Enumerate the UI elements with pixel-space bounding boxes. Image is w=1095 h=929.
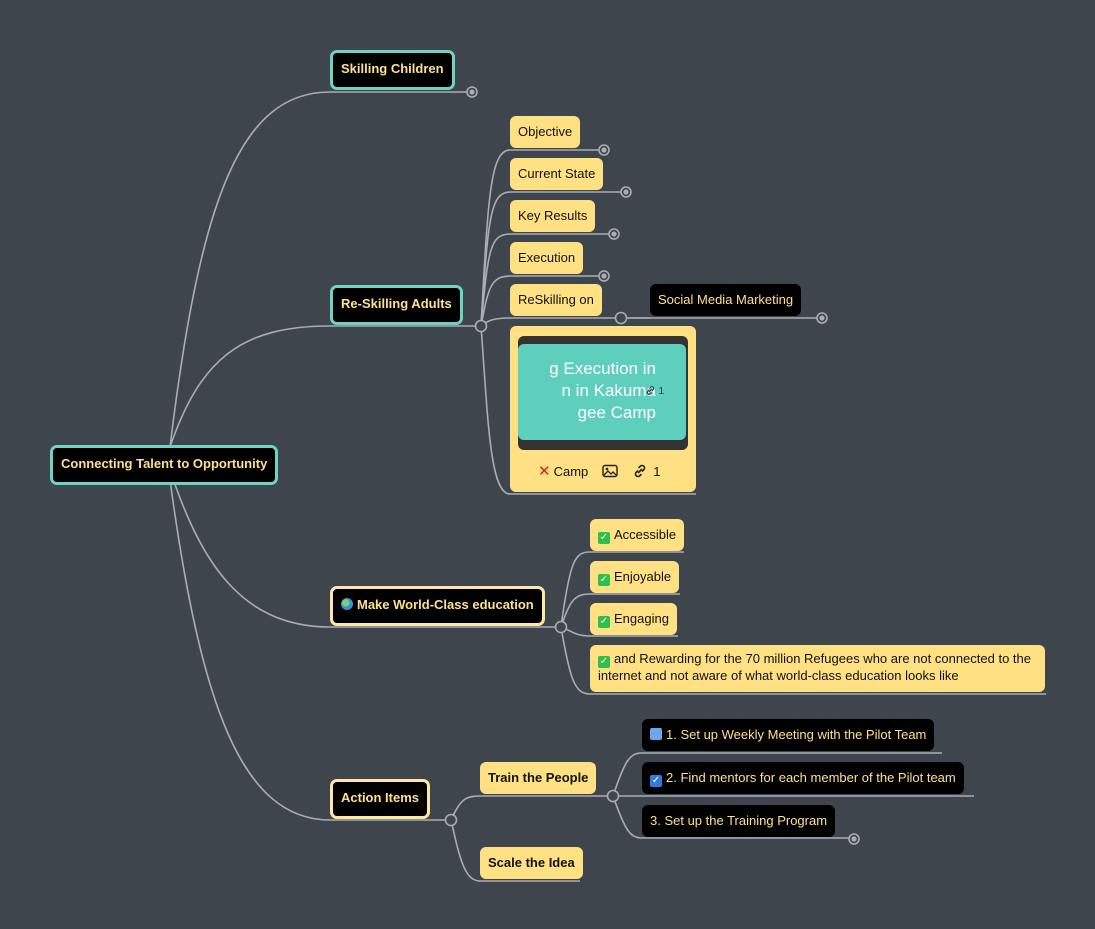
topic-label: Scale the Idea — [488, 855, 575, 870]
topic-label: Social Media Marketing — [658, 292, 794, 307]
card-inner-link-count: 1 — [658, 386, 664, 397]
node-label: Action Items — [341, 790, 420, 805]
topic-rewarding[interactable]: ✓and Rewarding for the 70 million Refuge… — [590, 645, 1045, 692]
topic-enjoyable[interactable]: ✓ Enjoyable — [590, 561, 680, 593]
topic-label: ReSkilling on — [518, 292, 594, 307]
topic-label: Engaging — [614, 611, 669, 626]
topic-reskilling-on[interactable]: ReSkilling on — [510, 284, 602, 316]
card-footer: ✕ Camp 1 — [538, 462, 661, 480]
card-preview: g Execution in n in Kakuma gee Camp 1 — [518, 336, 688, 450]
root-label: Connecting Talent to Opportunity — [61, 456, 268, 471]
topic-key-results[interactable]: Key Results — [510, 200, 596, 232]
node-label: Skilling Children — [341, 61, 444, 76]
topic-label: Objective — [518, 124, 573, 139]
link-icon — [646, 386, 654, 395]
topic-label: Key Results — [518, 208, 588, 223]
image-card[interactable]: g Execution in n in Kakuma gee Camp 1 ✕ … — [510, 326, 696, 492]
checkmark-icon: ✓ — [598, 532, 610, 544]
node-label: Re-Skilling Adults — [341, 296, 452, 311]
task-training-program[interactable]: 3. Set up the Training Program — [642, 805, 836, 837]
topic-label: Train the People — [488, 770, 589, 785]
task-weekly-meeting[interactable]: 1. Set up Weekly Meeting with the Pilot … — [642, 719, 935, 751]
topic-accessible[interactable]: ✓ Accessible — [590, 519, 685, 551]
card-footer-link-count: 1 — [653, 463, 661, 479]
node-reskilling-adults[interactable]: Re-Skilling Adults — [330, 285, 463, 325]
task-find-mentors[interactable]: ✓ 2. Find mentors for each member of the … — [642, 762, 964, 794]
topic-label: Accessible — [614, 527, 677, 542]
checkmark-icon: ✓ — [598, 656, 610, 668]
node-skilling-children[interactable]: Skilling Children — [330, 50, 455, 90]
topic-objective[interactable]: Objective — [510, 116, 581, 148]
task-label: 1. Set up Weekly Meeting with the Pilot … — [666, 727, 927, 742]
topic-label: Enjoyable — [614, 569, 672, 584]
image-icon[interactable] — [602, 464, 618, 478]
topic-execution[interactable]: Execution — [510, 242, 584, 274]
globe-icon — [341, 598, 353, 610]
topic-train-the-people[interactable]: Train the People — [480, 762, 597, 794]
cross-icon: ✕ — [538, 463, 551, 480]
topic-label: Current State — [518, 166, 596, 181]
topic-engaging[interactable]: ✓ Engaging — [590, 603, 677, 635]
node-label: Make World-Class education — [357, 597, 534, 612]
task-label: 3. Set up the Training Program — [650, 813, 828, 828]
card-footer-label: Camp — [553, 463, 589, 479]
checkbox-icon: ✓ — [650, 775, 662, 787]
task-label: 2. Find mentors for each member of the P… — [666, 770, 956, 785]
calendar-icon — [650, 728, 662, 740]
topic-label: Execution — [518, 250, 576, 265]
checkmark-icon: ✓ — [598, 616, 610, 628]
root-node[interactable]: Connecting Talent to Opportunity — [50, 445, 279, 485]
link-icon[interactable] — [632, 463, 648, 479]
topic-current-state[interactable]: Current State — [510, 158, 604, 190]
card-title: g Execution in n in Kakuma gee Camp — [549, 359, 656, 422]
checkmark-icon: ✓ — [598, 574, 610, 586]
topic-scale-the-idea[interactable]: Scale the Idea — [480, 847, 583, 879]
node-world-class-education[interactable]: Make World-Class education — [330, 586, 545, 626]
card-preview-banner: g Execution in n in Kakuma gee Camp 1 — [518, 344, 686, 440]
topic-social-media-marketing[interactable]: Social Media Marketing — [650, 284, 802, 316]
card-inner-link: 1 — [645, 385, 664, 397]
node-action-items[interactable]: Action Items — [330, 779, 431, 819]
topic-label: and Rewarding for the 70 million Refugee… — [598, 651, 1031, 683]
